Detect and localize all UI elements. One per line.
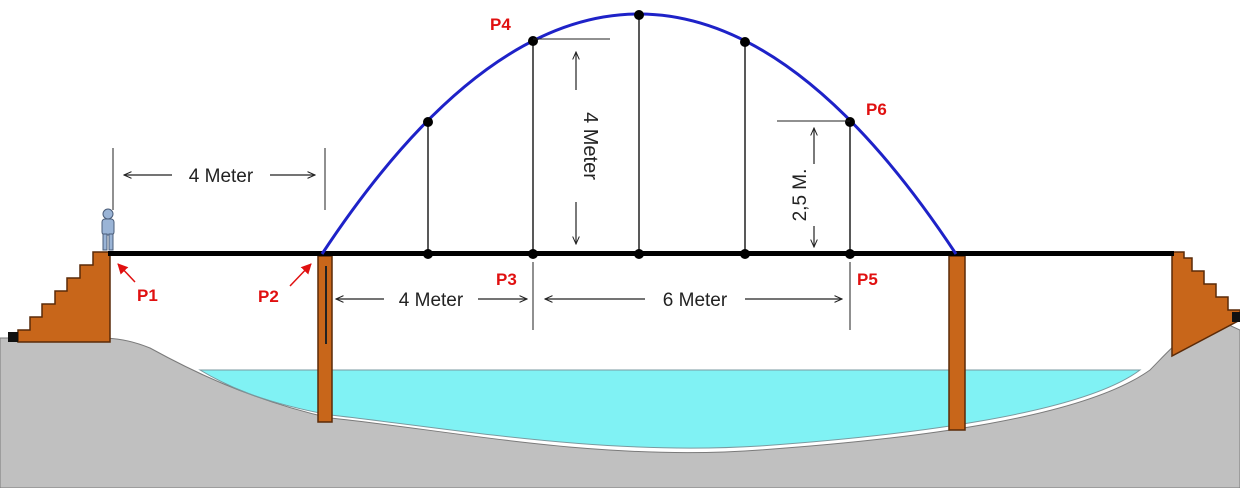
point-label-p1: P1 xyxy=(137,286,158,305)
water xyxy=(198,369,1142,449)
p1-pointer xyxy=(117,263,136,283)
deck-node-1 xyxy=(423,249,433,259)
dim-p3p5-label: 6 Meter xyxy=(663,290,728,311)
dim-p4-label: 4 Meter xyxy=(579,112,601,180)
p2-pointer xyxy=(289,263,312,287)
person-figure xyxy=(101,208,115,251)
dim-p2p3-label: 4 Meter xyxy=(399,290,464,311)
arch-node-p6 xyxy=(845,117,855,127)
left-stair-base xyxy=(8,332,18,342)
deck-node-p3 xyxy=(528,249,538,259)
deck-node-4 xyxy=(740,249,750,259)
point-label-p3: P3 xyxy=(496,270,517,289)
point-label-p5: P5 xyxy=(857,270,878,289)
arch-node-1 xyxy=(423,117,433,127)
point-label-p6: P6 xyxy=(866,100,887,119)
point-label-p2: P2 xyxy=(258,287,279,306)
arch-node-top xyxy=(634,10,644,20)
right-stairs xyxy=(1171,251,1240,358)
right-stair-base xyxy=(1232,312,1240,322)
arch-node-4 xyxy=(740,37,750,47)
deck-node-p5 xyxy=(845,249,855,259)
right-pillar xyxy=(948,255,966,431)
arch-node-p4 xyxy=(528,36,538,46)
dim-p6-label: 2,5 M. xyxy=(790,169,811,222)
dim-left-label: 4 Meter xyxy=(189,166,254,187)
ground xyxy=(0,319,1240,488)
left-stairs xyxy=(17,251,111,343)
deck-node-mid xyxy=(634,249,644,259)
point-label-p4: P4 xyxy=(490,15,511,34)
